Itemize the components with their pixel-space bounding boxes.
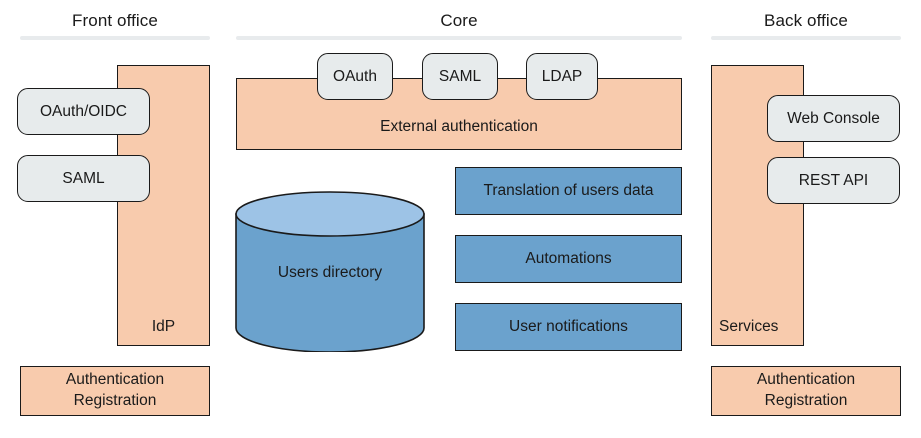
front-office-idp-label: IdP bbox=[151, 318, 176, 335]
back-office-auth-registration-box: Authentication Registration bbox=[711, 366, 901, 416]
core-service-box-user-notifications: User notifications bbox=[455, 303, 682, 351]
front-office-chip-oauth-oidc[interactable]: OAuth/OIDC bbox=[17, 88, 150, 135]
section-header-back-office: Back office bbox=[764, 11, 848, 30]
section-rule-back-office bbox=[711, 36, 901, 40]
back-office-services-label: Services bbox=[719, 318, 779, 335]
back-office-auth-registration-line1: Authentication bbox=[756, 371, 856, 389]
front-office-chip-saml[interactable]: SAML bbox=[17, 155, 150, 202]
core-protocol-chip-ldap[interactable]: LDAP bbox=[526, 53, 598, 100]
back-office-chip-rest-api[interactable]: REST API bbox=[767, 157, 900, 204]
front-office-auth-registration-box: Authentication Registration bbox=[20, 366, 210, 416]
core-users-directory-cylinder: Users directory bbox=[234, 190, 426, 352]
cylinder-icon bbox=[235, 191, 425, 352]
core-users-directory-label: Users directory bbox=[277, 264, 383, 281]
section-rule-core bbox=[236, 36, 682, 40]
core-external-authentication-label: External authentication bbox=[380, 118, 538, 135]
section-header-front-office: Front office bbox=[72, 11, 158, 30]
front-office-auth-registration-line2: Registration bbox=[73, 392, 157, 409]
core-protocol-chip-saml[interactable]: SAML bbox=[422, 53, 498, 100]
section-header-core: Core bbox=[440, 11, 478, 30]
core-service-box-translation: Translation of users data bbox=[455, 167, 682, 215]
section-rule-front-office bbox=[20, 36, 210, 40]
back-office-chip-web-console[interactable]: Web Console bbox=[767, 95, 900, 142]
core-protocol-chip-oauth[interactable]: OAuth bbox=[317, 53, 393, 100]
core-service-box-automations: Automations bbox=[455, 235, 682, 283]
front-office-auth-registration-line1: Authentication bbox=[65, 371, 165, 389]
back-office-auth-registration-line2: Registration bbox=[764, 392, 848, 409]
